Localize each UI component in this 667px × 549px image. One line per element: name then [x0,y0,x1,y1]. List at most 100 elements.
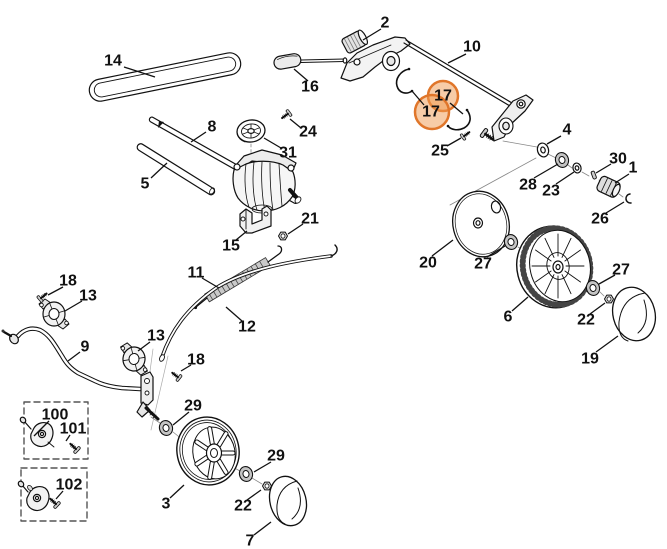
rod-12 [159,244,338,362]
part-label-10: 10 [463,39,481,56]
leader-line [289,118,302,129]
rod-5 [136,143,216,196]
part-label-100: 100 [42,407,69,424]
screw-25 [458,128,473,142]
part-label-25: 25 [431,143,449,160]
part-label-30: 30 [609,151,627,168]
screw-18-mid [168,368,184,383]
leader-line [595,163,612,174]
leader-line [64,300,83,312]
clamp-13-left [38,298,70,330]
part-label-28: 28 [519,177,537,194]
leader-line [172,411,190,426]
leader-line [180,364,192,372]
part-label-13: 13 [79,288,97,305]
option-box-100-101 [19,401,89,460]
leader-line [150,162,168,179]
part-label-31: 31 [279,145,297,162]
leader-line [533,163,559,179]
hubcap-19 [611,286,657,342]
part-label-23: 23 [542,183,560,200]
part-label-19: 19 [581,351,599,368]
part-label-3: 3 [162,496,171,513]
part-label-17: 17 [434,88,452,105]
washer-4 [536,142,550,158]
leader-line [486,245,506,258]
leader-line [201,277,220,289]
leader-line [431,239,454,257]
clip-30 [590,170,597,180]
part-label-102: 102 [56,477,83,494]
leader-line [605,201,625,214]
part-label-20: 20 [419,255,437,272]
part-label-29: 29 [267,448,285,465]
wheel-front-3 [176,416,240,486]
part-label-15: 15 [222,238,240,255]
part-label-26: 26 [591,211,609,228]
part-label-13: 13 [147,328,165,345]
leader-line [137,341,151,352]
part-label-8: 8 [208,119,217,136]
part-label-27: 27 [474,256,492,273]
part-label-18: 18 [59,273,77,290]
leader-line [225,306,243,322]
diagram-artwork [1,29,657,527]
coupling-1 [596,175,621,198]
part-label-101: 101 [60,421,87,438]
part-label-4: 4 [563,122,572,139]
part-label-9: 9 [81,339,90,356]
leader-line [598,274,616,285]
washer-23 [572,162,582,174]
pulley-31 [236,119,266,143]
hubcap-7 [268,475,308,527]
part-label-12: 12 [238,319,256,336]
part-label-22: 22 [577,312,595,329]
leader-line [546,135,562,145]
part-label-2: 2 [381,15,390,32]
knob-2 [341,29,369,54]
part-label-27: 27 [612,262,630,279]
part-label-7: 7 [246,533,255,549]
part-label-22: 22 [234,498,252,515]
leader-line [67,351,81,362]
leader-line [287,223,304,235]
leader-line [55,490,64,500]
leader-line [253,461,272,473]
part-label-24: 24 [299,124,317,141]
leader-line [446,137,462,147]
axle-9 [1,326,143,392]
part-label-29: 29 [184,398,202,415]
bearing-28 [553,150,571,170]
leader-line [293,68,309,82]
leader-line [263,137,282,149]
leader-line [253,521,272,536]
leader-line [447,53,467,64]
part-label-14: 14 [104,53,122,70]
axle-bracket [136,371,160,421]
lever-assembly [340,36,411,82]
nut-22-rear [603,294,615,304]
leader-layer [33,28,630,536]
leader-line [411,90,425,106]
part-label-16: 16 [301,79,319,96]
part-label-18: 18 [187,352,205,369]
drive-belt-14 [88,52,242,102]
clip-26 [625,193,632,204]
leader-line [235,230,248,241]
leader-line [246,489,262,501]
leader-line [555,171,575,185]
pivot-bracket [478,94,534,145]
wheel-rear-6 [516,225,594,309]
gearbox-housing [232,149,302,214]
leader-line [614,173,630,184]
leader-line [47,286,64,296]
leader-line [511,296,529,312]
clamp-13-mid [116,341,152,377]
leader-line [33,420,50,437]
grip-16 [273,53,348,70]
leader-line [589,302,606,315]
leader-line [123,66,156,78]
part-label-6: 6 [504,309,513,326]
bearing-29-left [157,418,175,438]
